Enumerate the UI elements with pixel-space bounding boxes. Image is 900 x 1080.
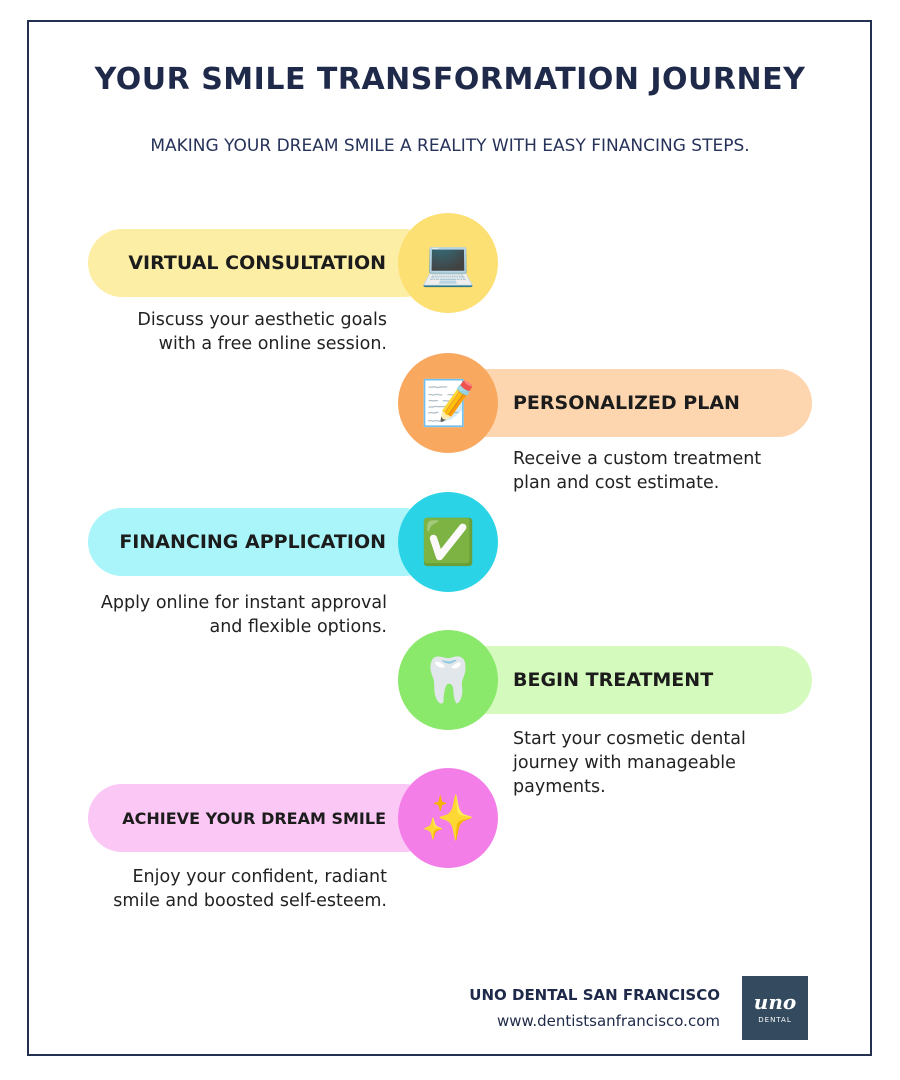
step-label: FINANCING APPLICATION [119, 531, 386, 553]
uno-dental-logo: uno DENTAL [742, 976, 808, 1040]
check-icon: ✅ [398, 492, 498, 592]
logo-subtext: DENTAL [758, 1016, 792, 1024]
infographic-frame [27, 20, 872, 1056]
step-pill: ACHIEVE YOUR DREAM SMILE [88, 784, 438, 852]
step-pill: BEGIN TREATMENT [450, 646, 812, 714]
laptop-icon: 💻 [398, 213, 498, 313]
step-label: PERSONALIZED PLAN [513, 392, 740, 414]
step-description: Enjoy your confident, radiant smile and … [113, 867, 387, 911]
page-title: YOUR SMILE TRANSFORMATION JOURNEY [94, 62, 806, 97]
step-pill: PERSONALIZED PLAN [450, 369, 812, 437]
memo-icon: 📝 [398, 353, 498, 453]
step-pill: VIRTUAL CONSULTATION [88, 229, 438, 297]
step-description: Discuss your aesthetic goals with a free… [137, 310, 387, 354]
step-label: VIRTUAL CONSULTATION [128, 252, 386, 274]
step-description: Receive a custom treatment plan and cost… [513, 449, 762, 493]
page-subtitle: MAKING YOUR DREAM SMILE A REALITY WITH E… [150, 136, 750, 156]
website-link[interactable]: www.dentistsanfrancisco.com [496, 1012, 720, 1030]
brand-name: UNO DENTAL SAN FRANCISCO [469, 986, 720, 1004]
step-label: ACHIEVE YOUR DREAM SMILE [122, 808, 386, 828]
logo-wordmark: uno [753, 990, 797, 1014]
step-pill: FINANCING APPLICATION [88, 508, 438, 576]
sparkles-icon: ✨ [398, 768, 498, 868]
step-description: Apply online for instant approval and fl… [100, 593, 387, 637]
tooth-icon: 🦷 [398, 630, 498, 730]
step-label: BEGIN TREATMENT [513, 669, 714, 691]
step-description: Start your cosmetic dental journey with … [513, 729, 746, 797]
